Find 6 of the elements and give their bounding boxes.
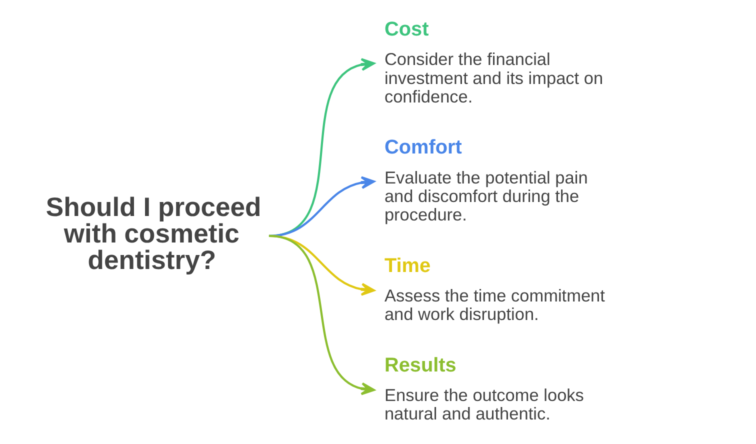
node-text: Cost Consider the financial investment and its impact on confidence. [384,18,603,106]
arrow [268,234,374,396]
node-text: Time Assess the time commitment and work disruption. [384,254,604,324]
node-text: Results Ensure the outcome looks natural and authentic. [384,354,584,424]
node-text: Should I proceed with cosmetic dentistry? [45,192,261,276]
node-text: Comfort Evaluate the potential pain and discomfort during the procedure. [384,136,588,225]
